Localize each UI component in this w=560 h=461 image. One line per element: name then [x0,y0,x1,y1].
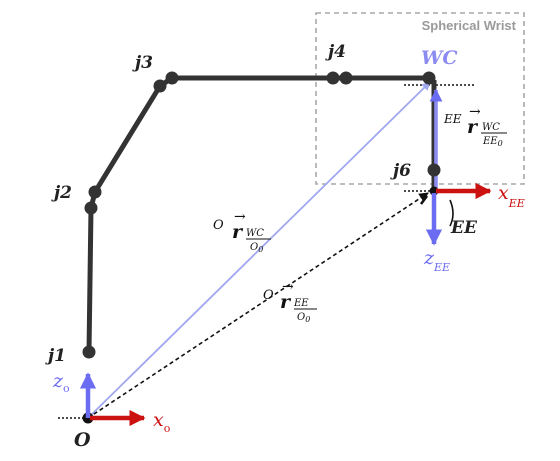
origin-label: O [74,429,91,451]
joint-j3-dot-left [153,79,167,93]
svg-text:r: r [232,221,244,243]
spherical-wrist-box [315,12,525,185]
joint-j3-dot-right [165,71,179,85]
joint-wc-dot [422,71,436,85]
joint-j2-dot-upper [88,185,102,199]
joint-j4-dot-left [326,71,340,85]
vector-label-o-ee: O r → EE O0 [263,279,317,324]
joint-j6-label: j6 [390,161,411,181]
rotation-tick-icon [419,195,429,205]
svg-text:→: → [234,209,246,225]
end-effector-label: EE [450,218,478,238]
svg-text:→: → [282,279,294,295]
wrist-center-label: WC [421,47,457,69]
vector-o-to-wc [87,81,431,419]
svg-text:O: O [213,218,224,233]
z0-axis-label: zo [52,370,70,395]
svg-text:r: r [280,291,292,313]
joint-j2-dot-lower [84,201,98,215]
joint-j4-dot-right [339,71,353,85]
vector-o-to-ee [87,192,429,419]
joint-j1-dot [82,345,96,359]
rotation-arc-icon [449,199,454,227]
svg-text:→: → [469,104,481,120]
svg-text:O0: O0 [250,242,263,254]
joint-j1-label: j1 [45,346,66,366]
svg-text:WC: WC [246,228,264,239]
robot-arm-links [86,75,428,353]
svg-text:r: r [467,116,479,138]
vector-label-o-wc: O r → WC O0 [213,209,271,254]
svg-text:EE: EE [443,112,462,126]
zee-axis-label: zEE [423,247,450,274]
joint-j4-label: j4 [325,42,346,62]
svg-text:EE0: EE0 [482,136,503,148]
svg-text:EE: EE [293,298,309,309]
svg-text:O0: O0 [297,312,310,324]
xee-axis-label: xEE [498,182,525,210]
spherical-wrist-label: Spherical Wrist [422,18,517,33]
vector-label-ee-wc: EE r → WC EE0 [443,104,507,148]
joint-j6-dot [427,163,441,177]
joint-j3-label: j3 [132,53,153,73]
x0-axis-label: xo [153,409,171,435]
svg-text:O: O [263,288,274,303]
joint-j2-label: j2 [51,183,72,203]
svg-text:WC: WC [482,122,500,133]
